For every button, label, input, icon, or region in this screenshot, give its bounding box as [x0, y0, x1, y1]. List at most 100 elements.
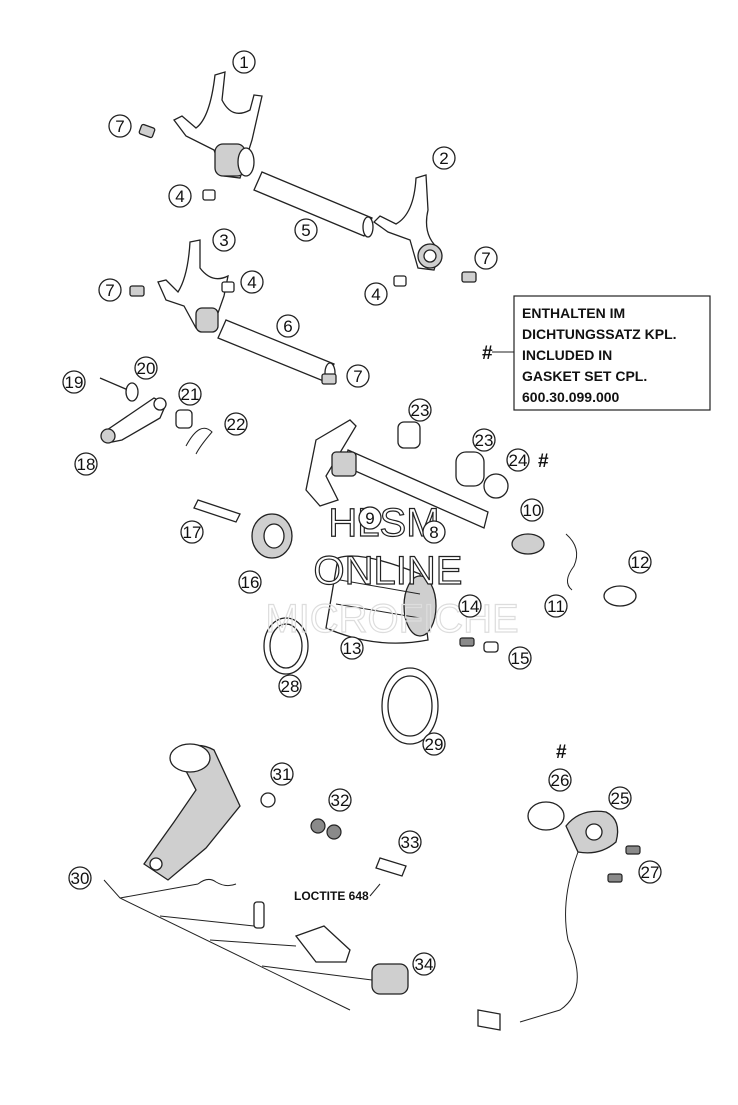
svg-text:23: 23: [475, 431, 494, 450]
svg-text:7: 7: [115, 117, 124, 136]
callout-23b: 23: [472, 428, 496, 452]
callout-34: 34: [412, 952, 436, 976]
svg-text:12: 12: [631, 553, 650, 572]
callout-17: 17: [180, 520, 204, 544]
callout-7c: 7: [98, 278, 122, 302]
callout-28: 28: [278, 674, 302, 698]
callout-8: 8: [422, 520, 446, 544]
svg-text:34: 34: [415, 955, 434, 974]
callout-11: 11: [544, 594, 568, 618]
shift-drum-13: [325, 555, 437, 644]
svg-text:27: 27: [641, 863, 660, 882]
loctite-note: LOCTITE 648: [294, 883, 381, 903]
callout-20: 20: [134, 356, 158, 380]
shift-rail-5: [253, 171, 374, 238]
callout-33: 33: [398, 830, 422, 854]
lever-small-parts: [197, 878, 409, 995]
svg-text:25: 25: [611, 789, 630, 808]
callout-7d: 7: [346, 364, 370, 388]
callout-3: 3: [212, 228, 236, 252]
callout-7a: 7: [108, 114, 132, 138]
pins-14-15: [459, 637, 499, 653]
svg-text:13: 13: [343, 639, 362, 658]
svg-text:17: 17: [183, 523, 202, 542]
callout-27: 27: [638, 860, 662, 884]
gasket-note-box: # ENTHALTEN IM DICHTUNGSSATZ KPL. INCLUD…: [482, 295, 711, 411]
shift-rail-6: [217, 319, 336, 384]
svg-text:1: 1: [239, 53, 248, 72]
callout-18: 18: [74, 452, 98, 476]
callout-4a: 4: [168, 184, 192, 208]
shift-lever-18: [100, 397, 167, 444]
svg-text:26: 26: [551, 771, 570, 790]
svg-text:19: 19: [65, 373, 84, 392]
svg-text:32: 32: [331, 791, 350, 810]
svg-text:33: 33: [401, 833, 420, 852]
watermark-line-1: HLSM: [328, 501, 439, 545]
washers-31-32-bolt-33: [260, 792, 407, 877]
callout-26: 26: [548, 768, 572, 792]
svg-text:5: 5: [301, 221, 310, 240]
svg-text:8: 8: [429, 523, 438, 542]
callout-21: 21: [178, 382, 202, 406]
callout-4c: 4: [364, 282, 388, 306]
svg-text:21: 21: [181, 385, 200, 404]
svg-text:10: 10: [523, 501, 542, 520]
small-pins: [129, 123, 477, 385]
shift-drum-cam-16: [251, 513, 293, 559]
watermark-line-2: ONLINE: [314, 549, 463, 593]
hash-mark-gasket-26: #: [556, 742, 567, 763]
gasket-note-symbol: #: [482, 343, 493, 364]
svg-text:30: 30: [71, 869, 90, 888]
callout-16: 16: [238, 570, 262, 594]
svg-text:11: 11: [547, 597, 565, 616]
gasket-26: [527, 801, 565, 831]
bearings-23-seal-24: [397, 421, 509, 499]
detent-parts-10-11-12: [511, 533, 637, 607]
hash-mark-seal-24: #: [538, 451, 549, 472]
svg-text:4: 4: [175, 187, 184, 206]
callout-31: 31: [270, 762, 294, 786]
callout-29: 29: [422, 732, 446, 756]
callout-12: 12: [628, 550, 652, 574]
callout-30: 30: [68, 866, 92, 890]
bearing-28: [263, 617, 309, 675]
callout-24: 24: [506, 448, 530, 472]
bolt-17: [193, 499, 241, 523]
svg-text:16: 16: [241, 573, 260, 592]
svg-text:7: 7: [105, 281, 114, 300]
callout-7b: 7: [474, 246, 498, 270]
svg-text:2: 2: [439, 149, 448, 168]
callout-13: 13: [340, 636, 364, 660]
screws-27: [607, 845, 641, 883]
watermark: HLSM ONLINE MICROFICHE: [265, 500, 520, 641]
callout-6: 6: [276, 314, 300, 338]
leader-tree-30: [103, 879, 373, 1011]
svg-text:6: 6: [283, 317, 292, 336]
shift-fork-1: [173, 71, 263, 179]
bearing-29: [381, 667, 439, 745]
loctite-label: LOCTITE 648: [294, 889, 369, 903]
callout-2: 2: [432, 146, 456, 170]
gasket-note-line-4: GASKET SET CPL.: [522, 368, 647, 384]
svg-text:9: 9: [365, 509, 374, 528]
svg-text:7: 7: [353, 367, 362, 386]
gasket-note-line-5: 600.30.099.000: [522, 389, 620, 405]
shift-fork-3: [157, 239, 229, 333]
gear-sensor-25: [477, 810, 619, 1031]
svg-text:24: 24: [509, 451, 528, 470]
svg-text:18: 18: [77, 455, 96, 474]
callout-10: 10: [520, 498, 544, 522]
callout-22: 22: [224, 412, 248, 436]
svg-text:28: 28: [281, 677, 300, 696]
svg-text:7: 7: [481, 249, 490, 268]
callout-4b: 4: [240, 270, 264, 294]
callout-9: 9: [358, 506, 382, 530]
shift-shaft-assembly: [305, 419, 489, 529]
gasket-note-line-3: INCLUDED IN: [522, 347, 612, 363]
shift-fork-2: [372, 174, 443, 271]
foot-shift-lever-30: [143, 743, 241, 881]
callout-32: 32: [328, 788, 352, 812]
